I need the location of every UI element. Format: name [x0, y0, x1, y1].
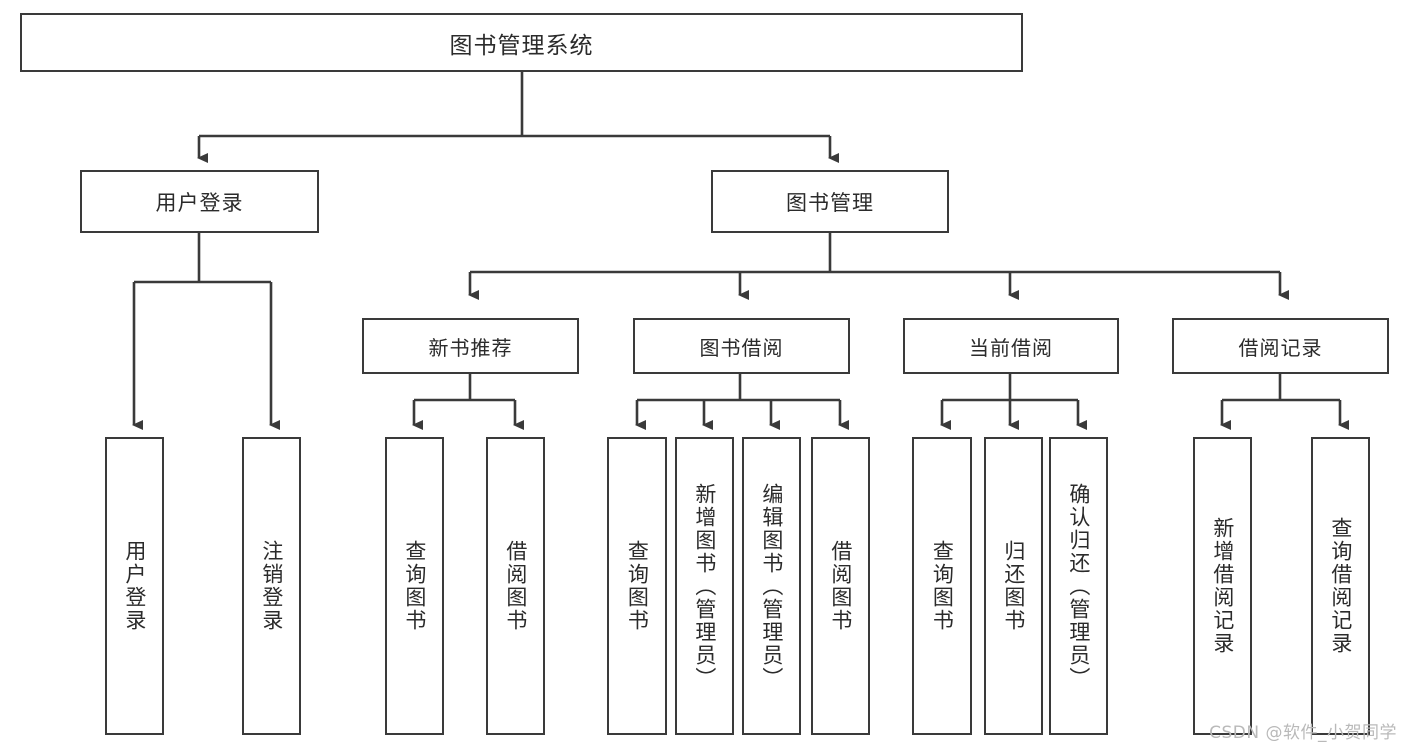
leaf-borrow-book-2[interactable]: 借阅图书 [811, 437, 870, 735]
node-book-management[interactable]: 图书管理 [711, 170, 949, 233]
leaf-user-login[interactable]: 用户登录 [105, 437, 164, 735]
node-label: 图书管理系统 [449, 32, 594, 59]
leaf-query-record[interactable]: 查询借阅记录 [1311, 437, 1370, 735]
node-label: 用户登录 [155, 190, 244, 215]
leaf-confirm-return[interactable]: 确认归还（管理员） [1049, 437, 1108, 735]
leaf-query-book-2[interactable]: 查询图书 [607, 437, 667, 735]
node-label: 注销登录 [259, 540, 284, 632]
node-label: 新书推荐 [428, 335, 513, 360]
node-label: 新增借阅记录 [1210, 517, 1235, 655]
node-label: 图书借阅 [699, 335, 784, 360]
node-label: 新增图书（管理员） [692, 482, 717, 690]
node-label: 当前借阅 [969, 335, 1053, 360]
node-label: 图书管理 [786, 190, 874, 215]
node-label: 借阅记录 [1238, 335, 1323, 360]
node-book-borrow[interactable]: 图书借阅 [633, 318, 850, 374]
node-root-system[interactable]: 图书管理系统 [20, 13, 1023, 72]
node-label: 归还图书 [1001, 540, 1026, 632]
leaf-query-book-3[interactable]: 查询图书 [912, 437, 972, 735]
node-label: 编辑图书（管理员） [759, 482, 784, 690]
node-label: 确认归还（管理员） [1066, 482, 1091, 690]
leaf-user-logout[interactable]: 注销登录 [242, 437, 301, 735]
leaf-return-book[interactable]: 归还图书 [984, 437, 1043, 735]
node-label: 查询图书 [402, 540, 427, 632]
node-label: 借阅图书 [828, 540, 853, 632]
node-current-borrow[interactable]: 当前借阅 [903, 318, 1119, 374]
node-label: 查询借阅记录 [1328, 517, 1353, 655]
node-label: 用户登录 [122, 540, 147, 632]
leaf-borrow-book-1[interactable]: 借阅图书 [486, 437, 545, 735]
watermark: CSDN @软件_小贺同学 [1209, 723, 1397, 743]
leaf-query-book-1[interactable]: 查询图书 [385, 437, 444, 735]
node-label: 查询图书 [625, 540, 650, 632]
leaf-add-book[interactable]: 新增图书（管理员） [675, 437, 734, 735]
node-borrow-record[interactable]: 借阅记录 [1172, 318, 1389, 374]
node-user-login[interactable]: 用户登录 [80, 170, 319, 233]
node-new-book-recommend[interactable]: 新书推荐 [362, 318, 579, 374]
node-label: 查询图书 [930, 540, 955, 632]
leaf-add-record[interactable]: 新增借阅记录 [1193, 437, 1252, 735]
leaf-edit-book[interactable]: 编辑图书（管理员） [742, 437, 801, 735]
node-label: 借阅图书 [503, 540, 528, 632]
